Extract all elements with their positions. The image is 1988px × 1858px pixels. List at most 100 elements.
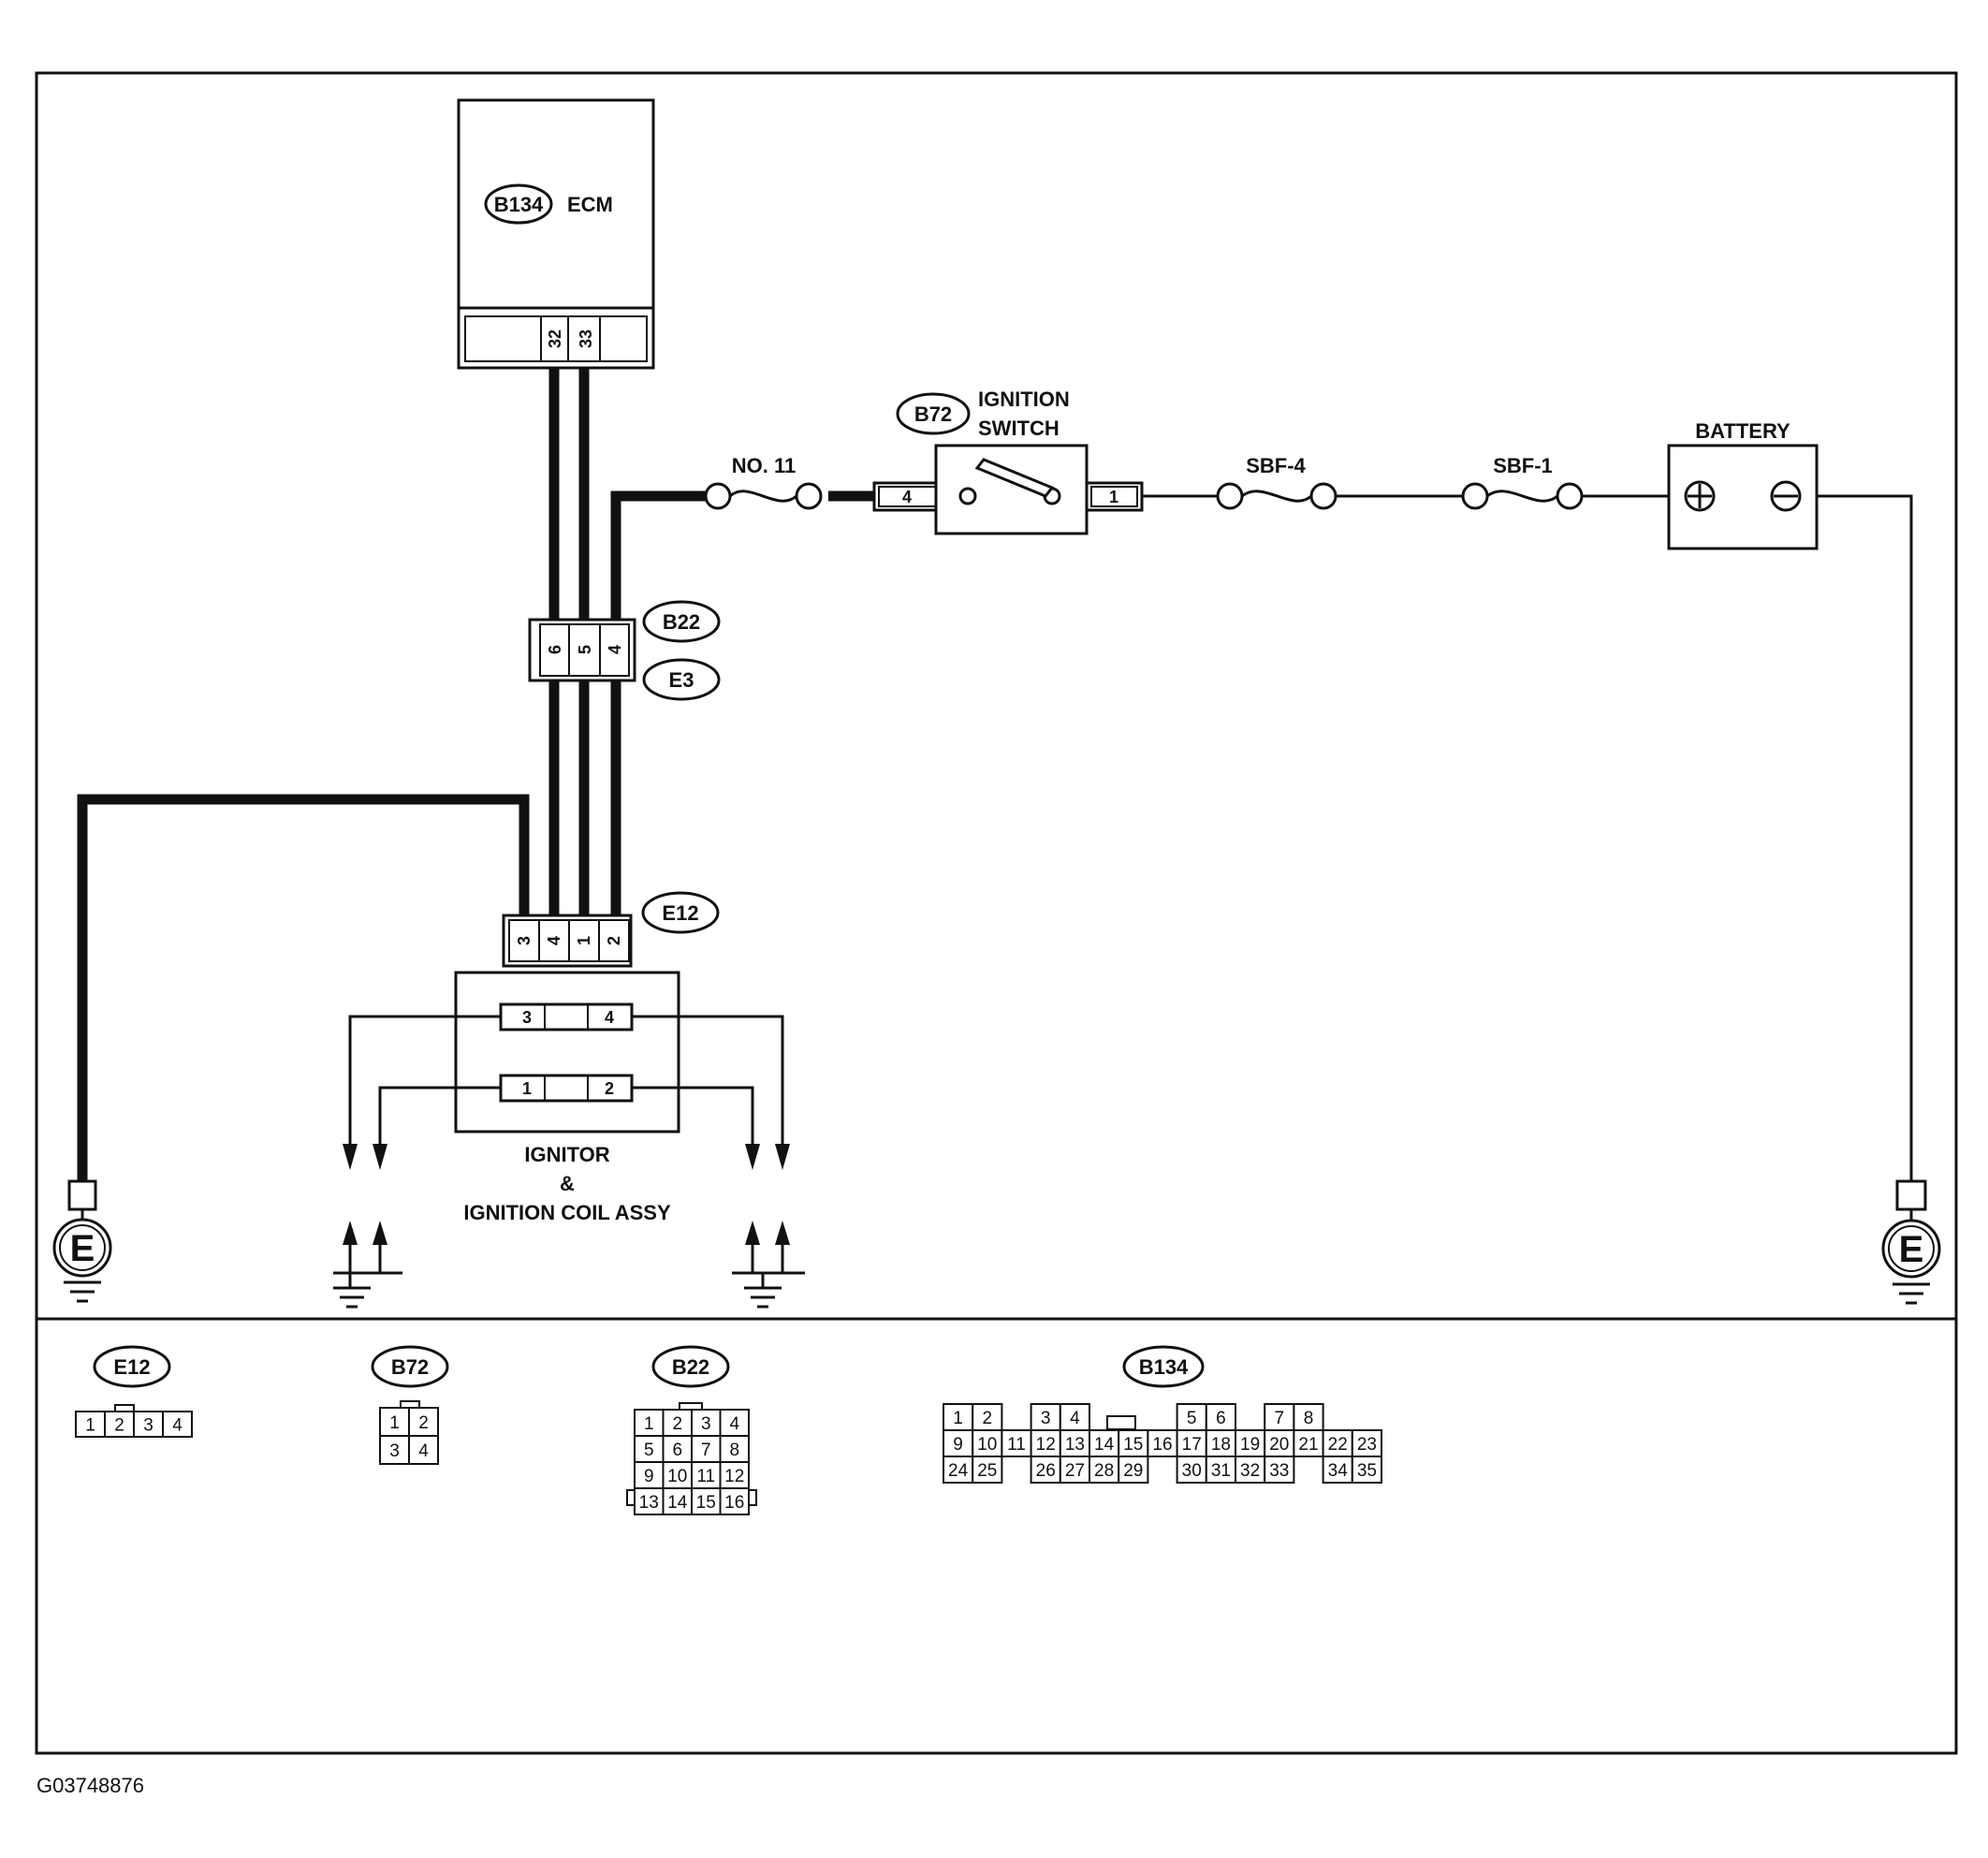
ignition-switch-label-2: SWITCH: [978, 417, 1060, 440]
svg-text:B22: B22: [672, 1355, 709, 1379]
b22-pin-cell: [691, 1487, 722, 1515]
coil-ground-left: [333, 1221, 402, 1309]
ignitor-coil-assy: 3 4 1 2 IGNITOR & IGNITION COIL ASSY: [343, 971, 790, 1224]
b22-pin-cell-label: 11: [696, 1467, 715, 1486]
b134-pin-cell-label: 10: [977, 1435, 997, 1455]
b22-pin-cell-label: 3: [701, 1414, 711, 1434]
b22-pin-cell-label: 8: [729, 1441, 739, 1460]
b134-pin-cell-label: 18: [1211, 1435, 1231, 1455]
ignition-switch-tag: B72: [914, 402, 952, 426]
svg-text:B72: B72: [391, 1355, 429, 1379]
b134-pin-cell-label: 1: [953, 1409, 963, 1428]
svg-text:4: 4: [902, 488, 912, 506]
joint-tag-b22: B22: [663, 610, 700, 634]
b134-pin-cell-label: 7: [1275, 1409, 1285, 1428]
b134-pin-cell-label: 12: [1036, 1435, 1056, 1455]
b22-pin-cell-label: 10: [667, 1467, 687, 1486]
b134-pin-cell-label: 17: [1182, 1435, 1202, 1455]
b134-pin-cell: [1176, 1456, 1207, 1484]
svg-text:E12: E12: [113, 1355, 150, 1379]
b134-pin-cell-label: 20: [1269, 1435, 1289, 1455]
e12-pin-cell: [133, 1411, 164, 1438]
ecm-tag: B134: [494, 193, 544, 216]
fuse-sbf1: SBF-1: [1461, 454, 1584, 510]
b22-pin-cell-label: 14: [667, 1493, 688, 1513]
b22-pin-cell: [719, 1487, 750, 1515]
ignitor-label-1: IGNITOR: [524, 1143, 609, 1166]
svg-text:5: 5: [576, 645, 594, 654]
b134-pin-cell: [1351, 1429, 1383, 1457]
b22-pin-cell: [662, 1409, 693, 1437]
b134-pin-cell: [1176, 1403, 1207, 1431]
svg-text:1: 1: [1109, 488, 1118, 506]
fuse-sbf4-label: SBF-4: [1246, 454, 1306, 477]
fuse-sbf1-label: SBF-1: [1493, 454, 1553, 477]
e12-pin-cell-label: 2: [114, 1416, 124, 1436]
e12-pin-cell-label: 1: [85, 1416, 95, 1436]
diagram-frame: [35, 71, 1958, 1755]
b72-pin-cell: [408, 1407, 439, 1437]
b134-pin-cell-label: 8: [1304, 1409, 1314, 1428]
ignition-switch-label-1: IGNITION: [978, 388, 1070, 411]
b134-pin-cell: [1235, 1456, 1266, 1484]
b134-pin-cell-label: 16: [1152, 1435, 1172, 1455]
b134-pin-cell-label: 30: [1182, 1461, 1202, 1481]
ecm-tag-oval: [484, 183, 553, 225]
b134-pin-cell-label: 4: [1070, 1409, 1080, 1428]
b22-pin-cell-label: 4: [729, 1414, 739, 1434]
b22-pin-cell: [662, 1461, 693, 1489]
b134-pin-cell-label: 14: [1094, 1435, 1115, 1455]
b22-pin-cell-label: 6: [672, 1441, 682, 1460]
ignition-switch: 4 1 B72 IGNITION SWITCH: [872, 388, 1144, 535]
b134-pin-cell-label: 32: [1240, 1461, 1260, 1481]
e12-pin-cell: [75, 1411, 106, 1438]
svg-text:4: 4: [545, 936, 563, 945]
b22-pin-cell-label: 7: [701, 1441, 711, 1460]
b22-pin-cell-label: 5: [644, 1441, 654, 1460]
b22-pin-cell-label: 2: [672, 1414, 682, 1434]
joint-tag-e3: E3: [669, 668, 694, 692]
harness-wires: [77, 368, 874, 1181]
b134-pin-cell-label: 11: [1007, 1435, 1026, 1455]
battery: BATTERY: [1667, 419, 1819, 550]
e12-pin-cell: [162, 1411, 193, 1438]
joint-connector-b22-e3: 6 5 4 B22 E3: [528, 600, 721, 701]
b134-pin-cell: [1264, 1456, 1295, 1484]
ignitor-label-3: IGNITION COIL ASSY: [463, 1201, 671, 1224]
b134-pin-cell-label: 28: [1094, 1461, 1114, 1481]
b22-pin-cell: [719, 1409, 750, 1437]
b134-pin-cell: [1293, 1403, 1324, 1431]
b72-pin-cell-label: 3: [389, 1441, 400, 1461]
power-wires: [941, 494, 1913, 1181]
e12-pin-cell: [104, 1411, 135, 1438]
b134-pin-cell-label: 19: [1240, 1435, 1260, 1455]
b134-pin-cell-label: 13: [1065, 1435, 1085, 1455]
b134-pin-cell: [1118, 1456, 1149, 1484]
ecm-pin-33: 33: [577, 329, 595, 348]
fuse-sbf4: SBF-4: [1216, 454, 1338, 510]
b134-pin-cell-label: 6: [1216, 1409, 1226, 1428]
coil-ground-right: [732, 1221, 805, 1309]
b134-pin-cell: [1030, 1429, 1061, 1457]
svg-text:4: 4: [605, 1008, 614, 1027]
fuse-no11: NO. 11: [704, 454, 823, 510]
b22-pin-cell-label: 12: [724, 1467, 744, 1486]
svg-text:6: 6: [546, 645, 564, 654]
ecm-module: B134 ECM 32 33: [457, 98, 655, 370]
b134-pin-cell: [1351, 1456, 1383, 1484]
b22-pin-cell-label: 16: [724, 1493, 744, 1513]
ground-e-left: E: [52, 1179, 112, 1303]
svg-text:2: 2: [605, 1079, 614, 1098]
ignitor-connector-e12: 3 4 1 2 E12: [502, 891, 720, 968]
svg-text:3: 3: [515, 936, 534, 945]
b134-pin-cell: [972, 1456, 1003, 1484]
b72-pin-cell: [408, 1435, 439, 1465]
b134-pin-cell: [1089, 1429, 1120, 1457]
ecm-pin-32: 32: [546, 329, 564, 348]
b134-pin-cell-label: 26: [1036, 1461, 1056, 1481]
b134-pin-cell-label: 33: [1269, 1461, 1289, 1481]
b134-pin-cell-label: 29: [1123, 1461, 1143, 1481]
